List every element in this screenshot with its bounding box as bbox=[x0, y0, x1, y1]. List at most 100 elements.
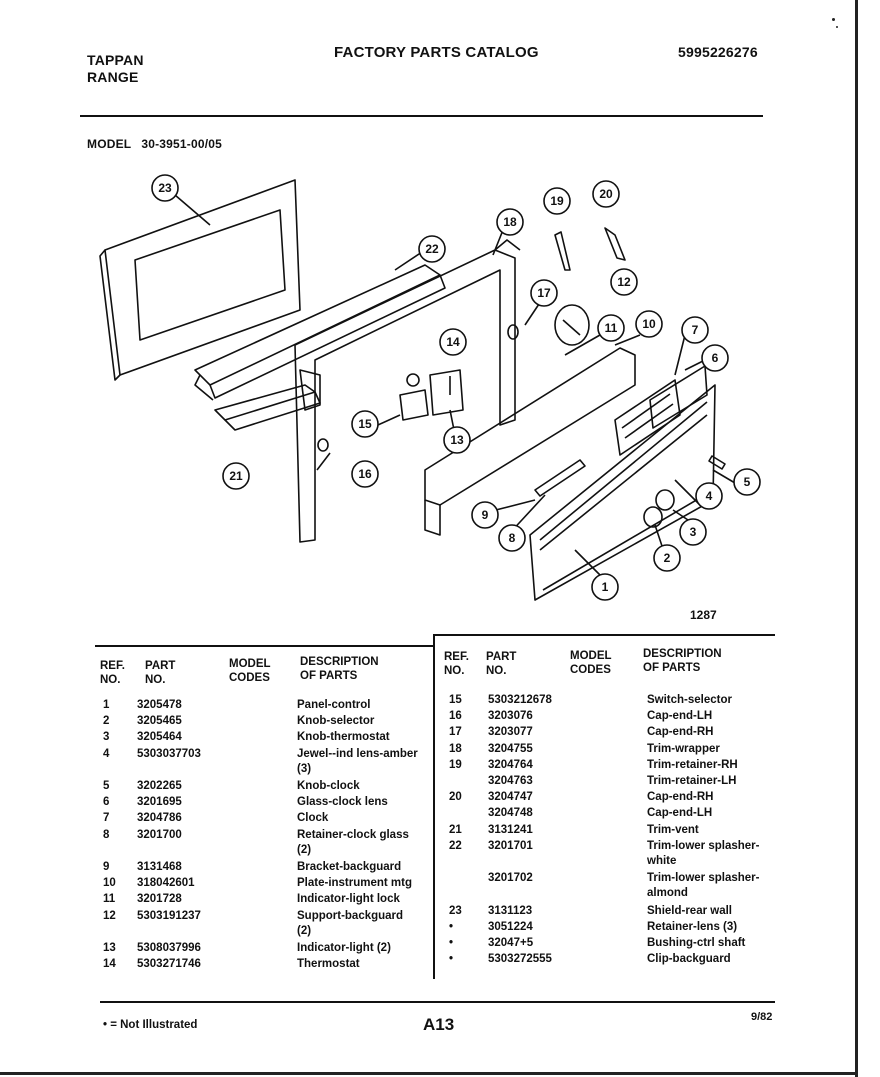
part-backguard-support bbox=[554, 304, 590, 346]
part-knob-selector bbox=[643, 506, 663, 528]
callout-20: 20 bbox=[592, 180, 620, 208]
model-value: 30-3951-00/05 bbox=[141, 137, 223, 151]
callout-label: 7 bbox=[692, 323, 699, 337]
ref-number: 12 bbox=[103, 909, 116, 922]
part-number: 3201700 bbox=[137, 828, 182, 841]
part-description: Trim-lower splasher- white bbox=[647, 839, 760, 867]
callout-label: 4 bbox=[706, 489, 713, 503]
part-number: 3204747 bbox=[488, 791, 533, 804]
ref-number: 6 bbox=[103, 796, 110, 809]
callout-3: 3 bbox=[679, 518, 707, 546]
part-number: 5303037703 bbox=[137, 747, 201, 760]
part-description: Cap-end-RH bbox=[647, 726, 714, 739]
part-cap-end bbox=[554, 231, 571, 271]
part-number: 5303271746 bbox=[137, 958, 201, 971]
callout-label: 1 bbox=[602, 580, 609, 594]
ref-number: 11 bbox=[103, 893, 116, 906]
callout-13: 13 bbox=[443, 426, 471, 454]
ref-number: 13 bbox=[103, 942, 116, 954]
callout-10: 10 bbox=[635, 310, 663, 338]
part-switch-selector bbox=[399, 389, 429, 421]
callout-label: 11 bbox=[605, 321, 618, 335]
part-description: Panel-control bbox=[297, 699, 371, 711]
ref-number: 14 bbox=[103, 958, 116, 971]
part-description: Thermostat bbox=[297, 958, 360, 971]
part-number: 3201701 bbox=[488, 839, 533, 852]
part-number: 3201702 bbox=[488, 872, 533, 885]
header-rule bbox=[80, 115, 763, 117]
table-top-rule bbox=[95, 645, 433, 647]
part-description: Trim-wrapper bbox=[647, 742, 720, 755]
callout-15: 15 bbox=[351, 410, 379, 438]
callout-label: 20 bbox=[599, 187, 613, 201]
callout-18: 18 bbox=[496, 208, 524, 236]
part-description: Glass-clock lens bbox=[297, 796, 388, 809]
part-number: 3205464 bbox=[137, 731, 182, 744]
part-description: Trim-vent bbox=[647, 823, 699, 836]
part-number: 3203076 bbox=[488, 710, 533, 723]
part-description: Support-backguard (2) bbox=[297, 909, 404, 937]
callout-22: 22 bbox=[418, 235, 446, 263]
table-top-rule bbox=[435, 634, 775, 636]
part-retainer bbox=[534, 459, 586, 497]
part-description: Indicator-light (2) bbox=[297, 942, 391, 954]
part-number: 3051224 bbox=[488, 920, 533, 933]
part-cap-end-small bbox=[507, 324, 519, 340]
callout-label: 21 bbox=[229, 469, 243, 483]
part-lower-splasher-trim bbox=[194, 264, 441, 386]
speck bbox=[836, 26, 838, 28]
table-bottom-rule bbox=[100, 1001, 775, 1003]
callout-21: 21 bbox=[222, 462, 250, 490]
callout-1: 1 bbox=[591, 573, 619, 601]
ref-number: • bbox=[449, 953, 454, 966]
page-number: A13 bbox=[423, 1015, 455, 1034]
ref-number: • bbox=[449, 920, 454, 933]
callout-label: 2 bbox=[664, 551, 671, 565]
page-border-right bbox=[855, 0, 858, 1077]
brand-line-1: TAPPAN bbox=[87, 52, 144, 68]
part-number: 3204764 bbox=[488, 758, 533, 771]
ref-number: 2 bbox=[103, 715, 110, 728]
part-number: 3201728 bbox=[137, 893, 182, 906]
ref-number: • bbox=[449, 937, 454, 949]
callout-8: 8 bbox=[498, 524, 526, 552]
part-description: Switch-selector bbox=[647, 694, 732, 706]
part-cap-end-small bbox=[317, 438, 329, 452]
part-number: 5308037996 bbox=[137, 942, 201, 954]
part-shield-rear-wall bbox=[104, 179, 301, 376]
callout-19: 19 bbox=[543, 187, 571, 215]
figure-number: 1287 bbox=[690, 608, 717, 622]
part-knob-clock bbox=[708, 455, 726, 470]
ref-number: 19 bbox=[449, 758, 462, 771]
part-thermostat bbox=[429, 369, 464, 416]
part-number: 3203077 bbox=[488, 726, 533, 739]
callout-17: 17 bbox=[530, 279, 558, 307]
brand-line-2: RANGE bbox=[87, 69, 139, 85]
header-model-codes: MODEL CODES bbox=[570, 650, 612, 676]
part-knob-thermostat bbox=[655, 489, 675, 511]
part-description: Clip-backguard bbox=[647, 953, 731, 966]
part-description: Retainer-clock glass (2) bbox=[297, 828, 409, 856]
ref-number: 15 bbox=[449, 694, 462, 706]
ref-number: 4 bbox=[103, 747, 110, 760]
part-number: 3205465 bbox=[137, 715, 182, 728]
ref-number: 20 bbox=[449, 791, 462, 804]
callout-label: 6 bbox=[712, 351, 719, 365]
header-model-codes: MODEL CODES bbox=[229, 658, 271, 684]
header-part-no: PART NO. bbox=[486, 651, 517, 677]
footnote: • = Not Illustrated bbox=[103, 1019, 198, 1031]
callout-label: 18 bbox=[503, 215, 517, 229]
part-description: Retainer-lens (3) bbox=[647, 920, 738, 933]
part-description: Cap-end-LH bbox=[647, 710, 713, 723]
callout-label: 14 bbox=[446, 335, 460, 349]
callout-9: 9 bbox=[471, 501, 499, 529]
part-number: 3131468 bbox=[137, 861, 182, 873]
part-number: 3131123 bbox=[488, 904, 533, 917]
model-label: MODEL bbox=[87, 137, 132, 151]
ref-number: 1 bbox=[103, 699, 110, 711]
callout-12: 12 bbox=[610, 268, 638, 296]
part-number: 318042601 bbox=[137, 877, 195, 890]
callout-label: 13 bbox=[450, 433, 464, 447]
